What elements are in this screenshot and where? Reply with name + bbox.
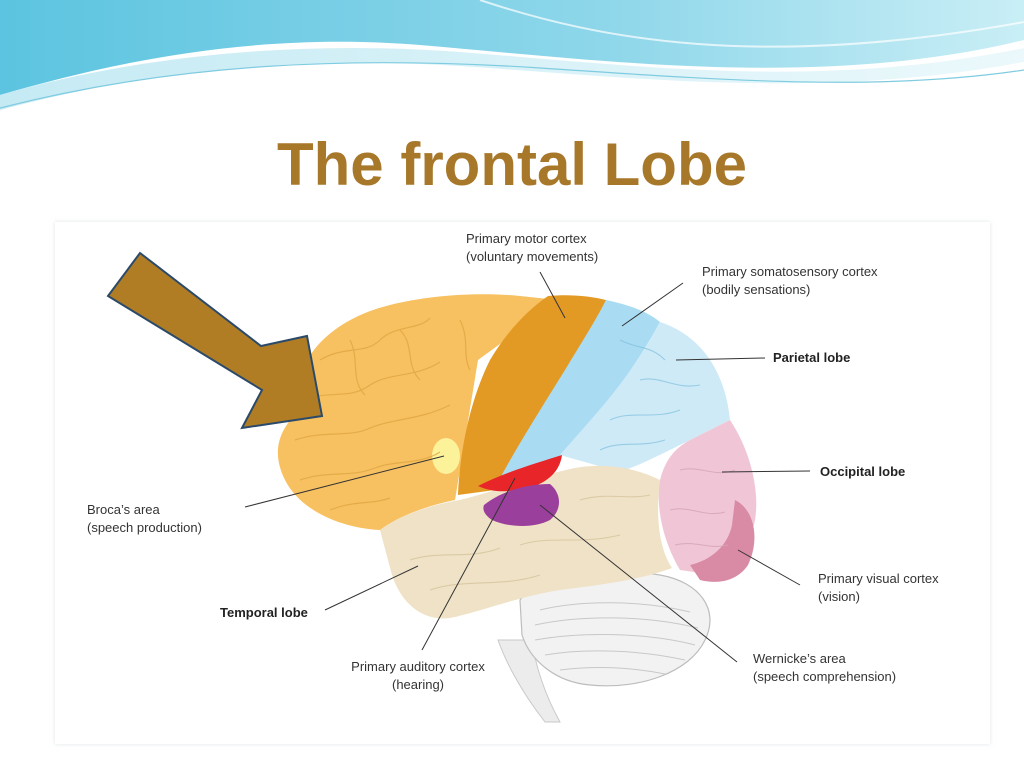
leader-line-motor xyxy=(539,271,566,319)
leader-line-wernicke xyxy=(539,504,738,663)
label-primary-motor-cortex-title: Primary motor cortex xyxy=(466,231,587,246)
somatosensory-cortex-region xyxy=(498,300,660,482)
label-primary-somatosensory-cortex-sub: (bodily sensations) xyxy=(702,282,811,297)
brocas-area-region xyxy=(432,438,460,474)
label-wernickes-area: Wernicke’s area (speech comprehension) xyxy=(753,650,896,686)
label-primary-visual-cortex-sub: (vision) xyxy=(818,589,860,604)
leader-line-occipital xyxy=(721,470,811,473)
label-brocas-area: Broca’s area (speech production) xyxy=(87,501,202,537)
label-primary-auditory-cortex-title: Primary auditory cortex xyxy=(351,659,485,674)
leader-line-somatosensory xyxy=(621,282,684,327)
auditory-cortex-region xyxy=(478,455,562,492)
label-wernickes-area-sub: (speech comprehension) xyxy=(753,669,897,684)
visual-cortex-region xyxy=(690,500,755,582)
leader-line-parietal xyxy=(675,357,766,361)
frontal-lobe-region xyxy=(277,294,560,530)
label-primary-visual-cortex: Primary visual cortex (vision) xyxy=(818,570,939,606)
frontal-lobe-arrow xyxy=(106,251,324,430)
wernickes-area-region xyxy=(483,484,559,526)
temporal-lobe-region xyxy=(380,465,672,619)
header-wave-decoration xyxy=(0,0,1024,110)
leader-line-auditory xyxy=(421,477,516,651)
label-brocas-area-title: Broca’s area xyxy=(87,502,160,517)
label-primary-motor-cortex: Primary motor cortex (voluntary movement… xyxy=(466,230,598,266)
label-brocas-area-sub: (speech production) xyxy=(87,520,202,535)
slide-title: The frontal Lobe xyxy=(277,131,747,198)
label-primary-somatosensory-cortex: Primary somatosensory cortex (bodily sen… xyxy=(702,263,878,299)
label-occipital-lobe: Occipital lobe xyxy=(820,464,906,479)
label-wernickes-area-title: Wernicke’s area xyxy=(753,651,846,666)
label-primary-somatosensory-cortex-title: Primary somatosensory cortex xyxy=(702,264,878,279)
label-temporal-lobe: Temporal lobe xyxy=(220,605,308,620)
label-primary-auditory-cortex-sub: (hearing) xyxy=(391,677,445,692)
leader-line-visual xyxy=(737,549,801,586)
label-primary-visual-cortex-title: Primary visual cortex xyxy=(818,571,939,586)
label-parietal-lobe: Parietal lobe xyxy=(773,350,851,365)
label-primary-motor-cortex-sub: (voluntary movements) xyxy=(466,249,599,264)
label-primary-auditory-cortex: Primary auditory cortex (hearing) xyxy=(338,658,498,694)
leader-line-broca xyxy=(244,455,445,508)
motor-cortex-region xyxy=(458,295,606,495)
leader-line-temporal xyxy=(324,565,419,611)
